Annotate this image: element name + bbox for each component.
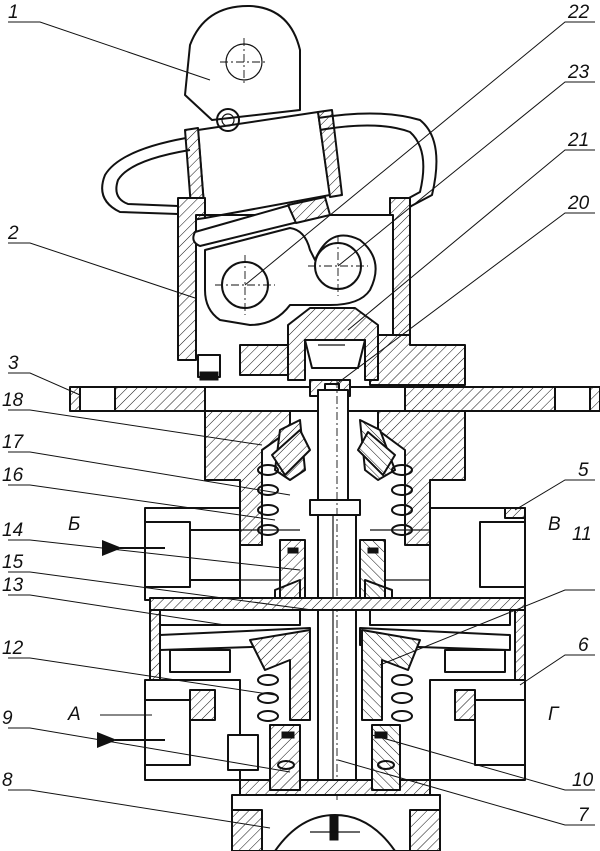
plunger	[287, 307, 379, 381]
callout-port-b: Б	[68, 514, 80, 535]
callout-9: 9	[2, 708, 13, 729]
callout-3: 3	[8, 353, 19, 374]
outer-body-upper	[144, 507, 526, 601]
callout-7: 7	[578, 805, 590, 826]
callout-17: 17	[2, 432, 25, 453]
lever-handle	[184, 4, 343, 221]
callout-12: 12	[2, 638, 24, 659]
callout-21: 21	[567, 130, 589, 151]
callout-14: 14	[2, 520, 23, 541]
callout-port-v: В	[548, 514, 561, 535]
cam-mechanism	[192, 196, 377, 326]
callout-1: 1	[8, 2, 19, 23]
leader-lines	[8, 21, 595, 829]
callout-20: 20	[567, 193, 590, 214]
callout-2: 2	[7, 223, 19, 244]
callout-5: 5	[578, 460, 589, 481]
callout-10: 10	[572, 770, 594, 791]
bottom-cover	[231, 794, 441, 851]
wire-loop	[101, 112, 438, 215]
callout-15: 15	[2, 552, 24, 573]
callout-11: 11	[572, 524, 592, 545]
lower-piston	[249, 629, 421, 722]
callout-port-a: А	[67, 704, 81, 725]
callout-16: 16	[2, 465, 24, 486]
central-stem	[309, 380, 361, 800]
callout-6: 6	[578, 635, 589, 656]
callout-port-g: Г	[548, 704, 560, 725]
callout-13: 13	[2, 575, 24, 596]
callout-labels: 1 2 3 18 17 16 Б 14 15 13 12 А 9 8 22 23…	[2, 2, 594, 826]
callout-8: 8	[2, 770, 13, 791]
callout-22: 22	[567, 2, 590, 23]
callout-18: 18	[2, 390, 24, 411]
callout-23: 23	[567, 62, 590, 83]
middle-body	[204, 410, 466, 546]
